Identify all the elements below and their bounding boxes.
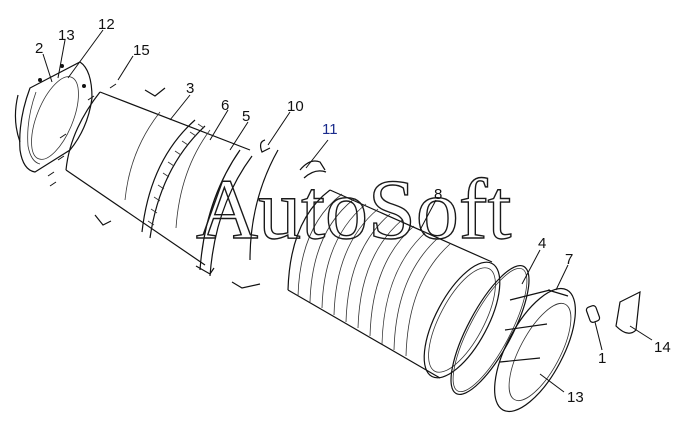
callout-4: 4 (538, 235, 546, 252)
filter-element (287, 189, 501, 379)
callout-5: 5 (242, 108, 250, 125)
callout-13-top: 13 (58, 27, 75, 44)
callout-7: 7 (565, 251, 573, 268)
callout-15: 15 (133, 42, 150, 59)
middle-clamps (195, 139, 279, 289)
callout-14: 14 (654, 339, 671, 356)
callout-6: 6 (221, 97, 229, 114)
valve-part-1 (585, 305, 601, 323)
callout-2: 2 (35, 40, 43, 57)
flap-part-14 (615, 290, 641, 334)
callout-8: 8 (434, 186, 442, 203)
screws (47, 83, 117, 187)
clamp-ring (141, 119, 206, 239)
callout-1: 1 (598, 350, 606, 367)
part-callouts: 2 13 12 15 3 6 5 10 11 8 4 7 1 14 13 (35, 16, 671, 406)
rear-cover (494, 287, 576, 413)
front-cover-flange (14, 61, 93, 173)
callout-3: 3 (186, 80, 194, 97)
leader-lines (42, 29, 653, 393)
housing-cylinder (65, 87, 251, 266)
watermark-text: AutoSoft (196, 161, 511, 257)
callout-10: 10 (287, 98, 304, 115)
callout-13-bottom: 13 (567, 389, 584, 406)
o-ring (450, 264, 530, 396)
callout-12: 12 (98, 16, 115, 33)
callout-11: 11 (322, 121, 338, 138)
